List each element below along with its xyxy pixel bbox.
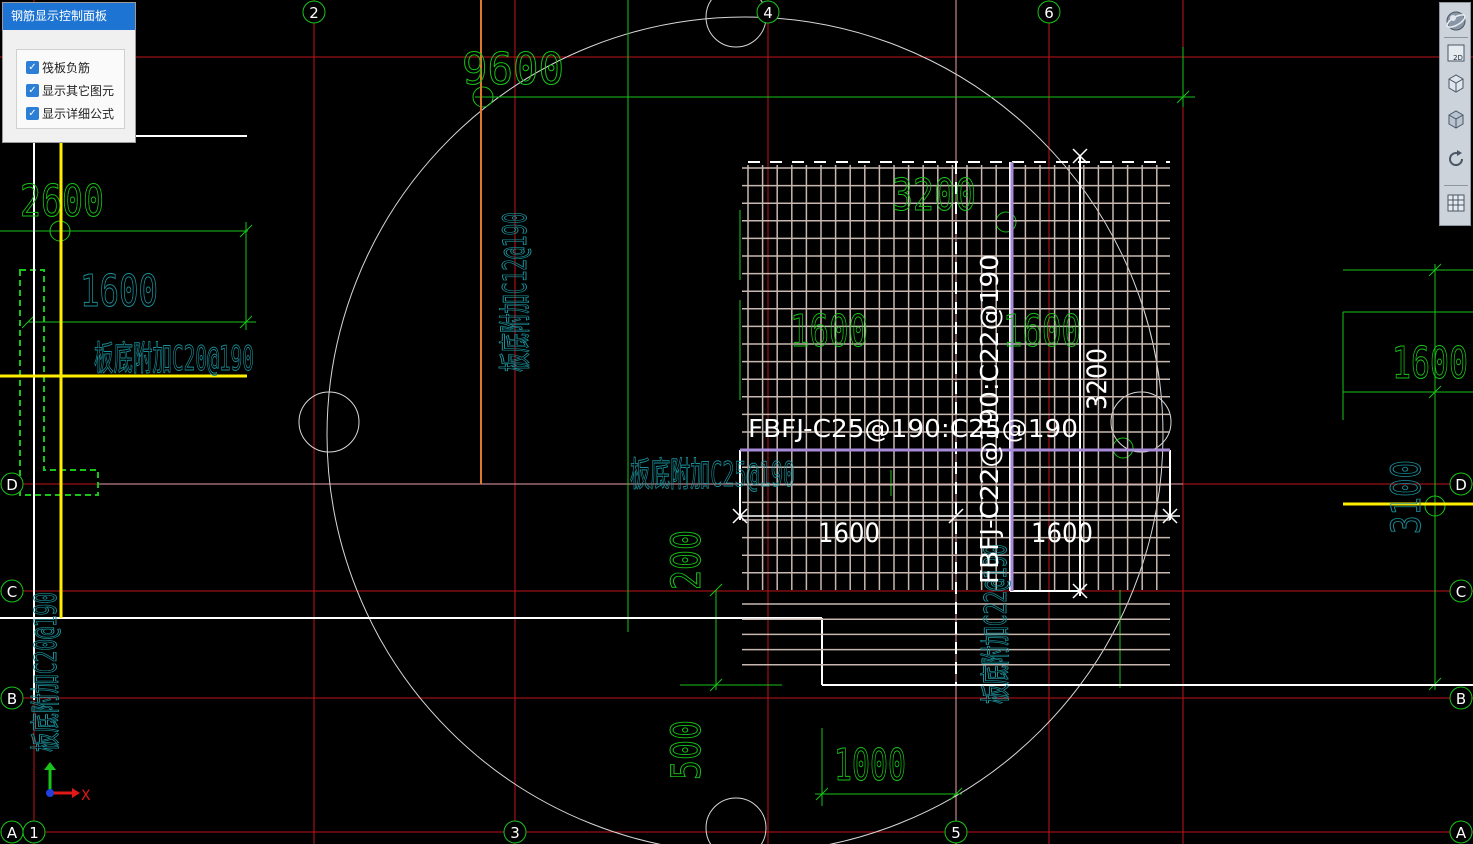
left-beam-lines xyxy=(0,0,1473,700)
small-circles xyxy=(298,0,1172,844)
highlighted-rebar xyxy=(740,162,1170,591)
dim-1600-bottom-a: 1600 xyxy=(818,518,880,549)
green-small-circles xyxy=(49,86,1446,517)
axis-label-c-right: C xyxy=(1456,583,1466,601)
dim-1600-mid-a: 1600 xyxy=(790,306,868,357)
dim-3200-vertical: 3200 xyxy=(1082,348,1113,410)
view-2d-icon[interactable]: 2D xyxy=(1443,40,1469,66)
dim-1600-right: 1600 xyxy=(1392,338,1468,389)
rebar-label-vertical: 板底附加C12@190 xyxy=(496,212,534,372)
rebar-label-mid: 板底附加C25@190 xyxy=(630,455,795,495)
checkbox-checked-icon[interactable]: ✓ xyxy=(26,107,39,120)
view-3d-icon[interactable] xyxy=(1443,70,1469,96)
orbit-sphere-icon[interactable] xyxy=(1443,8,1469,34)
dim-9600: 9600 xyxy=(462,44,564,95)
axis-label-5: 5 xyxy=(951,824,961,842)
ucs-icon: X xyxy=(44,762,91,804)
dim-1600-bottom-b: 1600 xyxy=(1031,518,1093,549)
checkbox-show-detailed-formula[interactable]: ✓ 显示详细公式 xyxy=(17,102,124,125)
axis-label-2: 2 xyxy=(309,4,319,22)
fbfj-label-horizontal: FBFJ-C25@190:C25@190 xyxy=(748,414,1078,443)
axis-label-b-left: B xyxy=(7,690,17,708)
axis-label-3: 3 xyxy=(510,824,520,842)
axis-label-1: 1 xyxy=(29,824,39,842)
dim-1600-mid-b: 1600 xyxy=(1003,306,1081,357)
axis-label-a-right: A xyxy=(1456,824,1467,842)
axis-label-6: 6 xyxy=(1044,4,1054,22)
axis-bubbles-bottom xyxy=(22,820,968,844)
axis-label-4: 4 xyxy=(763,4,773,22)
cube-icon[interactable] xyxy=(1443,106,1469,132)
axis-bubbles-right xyxy=(1449,472,1473,844)
ucs-x-label: X xyxy=(81,788,91,804)
dim-2600: 2600 xyxy=(20,176,104,227)
panel-title[interactable]: 钢筋显示控制面板 xyxy=(3,3,135,30)
checkbox-show-other-elements[interactable]: ✓ 显示其它图元 xyxy=(17,79,124,102)
axis-label-b-right: B xyxy=(1456,690,1466,708)
layer-grid-icon[interactable] xyxy=(1443,190,1469,216)
dim-1600-left: 1600 xyxy=(80,266,158,317)
fbfj-ticks xyxy=(732,148,1178,599)
axis-bubbles-left xyxy=(0,472,24,844)
rotate-icon[interactable] xyxy=(1443,146,1469,172)
panel-options-group: ✓ 筏板负筋 ✓ 显示其它图元 ✓ 显示详细公式 xyxy=(16,49,125,129)
checkbox-label: 显示详细公式 xyxy=(42,107,115,121)
dim-3200-top: 3200 xyxy=(892,170,976,221)
left-dashed-rebar xyxy=(19,269,99,496)
dim-200: 200 xyxy=(664,530,710,590)
dim-1000: 1000 xyxy=(834,740,906,791)
dimension-ticks xyxy=(21,90,1442,801)
rebar-label-left: 板底附加C20@190 xyxy=(94,339,254,379)
rebar-label-left-vertical: 板底附加C20@190 xyxy=(29,592,64,752)
checkbox-label: 显示其它图元 xyxy=(42,84,115,98)
view-toolbar: 2D xyxy=(1439,2,1471,226)
checkbox-label: 筏板负筋 xyxy=(42,61,91,75)
axis-label-d-right: D xyxy=(1455,476,1467,494)
fbfj-label-vertical: FBFJ-C22@190:C22@190 xyxy=(975,254,1004,584)
large-circle xyxy=(326,16,1164,844)
rebar-label-vertical-2: 板底附加C22@190 xyxy=(979,544,1014,704)
dim-3100: 3100 xyxy=(1384,460,1430,534)
rebar-display-control-panel: 钢筋显示控制面板 ✓ 筏板负筋 ✓ 显示其它图元 ✓ 显示详细公式 xyxy=(2,2,136,143)
checkbox-checked-icon[interactable]: ✓ xyxy=(26,61,39,74)
axis-label-d-left: D xyxy=(6,476,18,494)
axis-label-c-left: C xyxy=(7,583,17,601)
svg-text:2D: 2D xyxy=(1453,54,1463,62)
checkbox-raft-negative-rebar[interactable]: ✓ 筏板负筋 xyxy=(17,56,124,79)
axis-bubbles-top xyxy=(302,0,1061,24)
dimension-lines xyxy=(0,0,1473,806)
axis-label-a-left: A xyxy=(7,824,18,842)
dim-500: 500 xyxy=(664,720,710,780)
checkbox-checked-icon[interactable]: ✓ xyxy=(26,84,39,97)
